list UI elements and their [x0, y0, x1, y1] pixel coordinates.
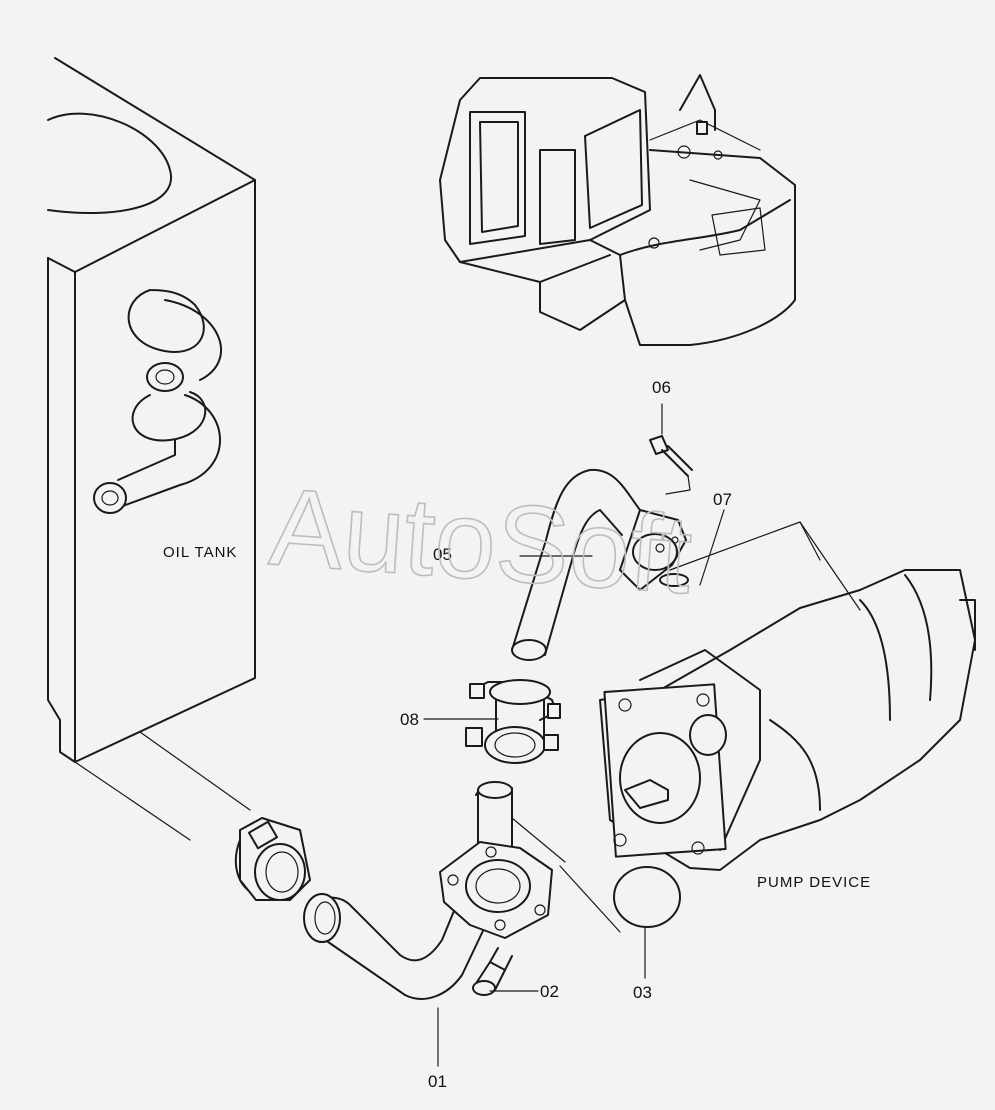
oil-tank-caption: OIL TANK [163, 544, 237, 561]
callout-06: 06 [652, 378, 671, 397]
part-02-bolt [472, 947, 539, 996]
part-05-pipe [511, 468, 687, 661]
part-06-bolt [649, 403, 693, 495]
part-07-oring [659, 509, 725, 587]
excavator-overview [439, 74, 796, 346]
callout-05: 05 [433, 545, 452, 564]
pump-device-caption: PUMP DEVICE [757, 874, 871, 891]
part-03-oring [511, 817, 681, 979]
callout-01: 01 [428, 1072, 447, 1091]
part-08-clamp [423, 679, 561, 764]
callout-03: 03 [633, 983, 652, 1002]
part-01-elbow [303, 781, 553, 1067]
pump-device: PUMP DEVICE [599, 521, 976, 891]
hose-clamp [234, 817, 311, 901]
callout-02: 02 [540, 982, 559, 1001]
watermark-text: AutoSoft [266, 465, 696, 617]
oil-tank: OIL TANK [47, 57, 256, 841]
callout-08: 08 [400, 710, 419, 729]
callout-07: 07 [713, 490, 732, 509]
